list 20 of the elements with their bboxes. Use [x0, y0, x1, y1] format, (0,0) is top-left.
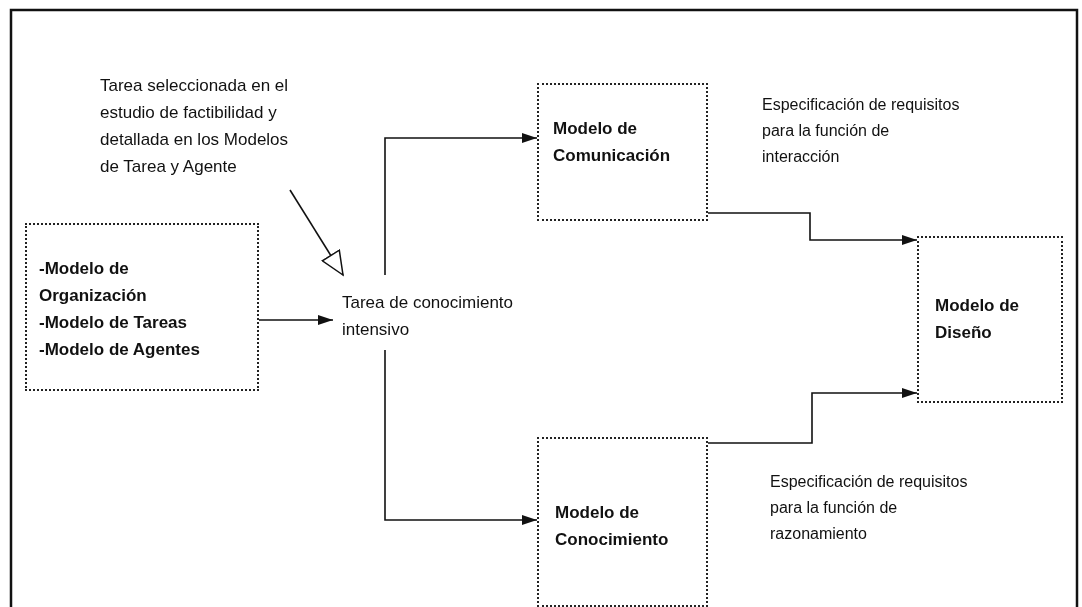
box-label: -Modelo de Agentes	[39, 339, 201, 361]
note-text: Tarea de conocimiento intensivo	[342, 292, 515, 341]
model-box	[917, 236, 1063, 403]
box-label: Modelo de Conocimiento	[555, 502, 670, 551]
annotation-text: Especificación de requisitos para la función de interacción	[762, 95, 961, 167]
note-text: Tarea seleccionada en el estudio de factibilidad y detallada en los Modelos de Tarea y Agente	[100, 75, 290, 178]
model-box	[537, 83, 708, 221]
arrow	[384, 133, 538, 276]
arrow	[707, 212, 918, 245]
annotation-text: Especificación de requisitos para la función de razonamiento	[770, 472, 969, 544]
arrow	[289, 189, 344, 276]
box-label: -Modelo de Tareas	[39, 312, 188, 334]
box-label: -Modelo de Organización	[39, 258, 148, 307]
arrow	[707, 388, 918, 444]
arrow	[384, 349, 538, 525]
model-box	[537, 437, 708, 607]
box-label: Modelo de Comunicación	[553, 118, 672, 167]
box-label: Modelo de Diseño	[935, 295, 1021, 344]
arrow	[258, 315, 334, 325]
model-box	[25, 223, 259, 391]
